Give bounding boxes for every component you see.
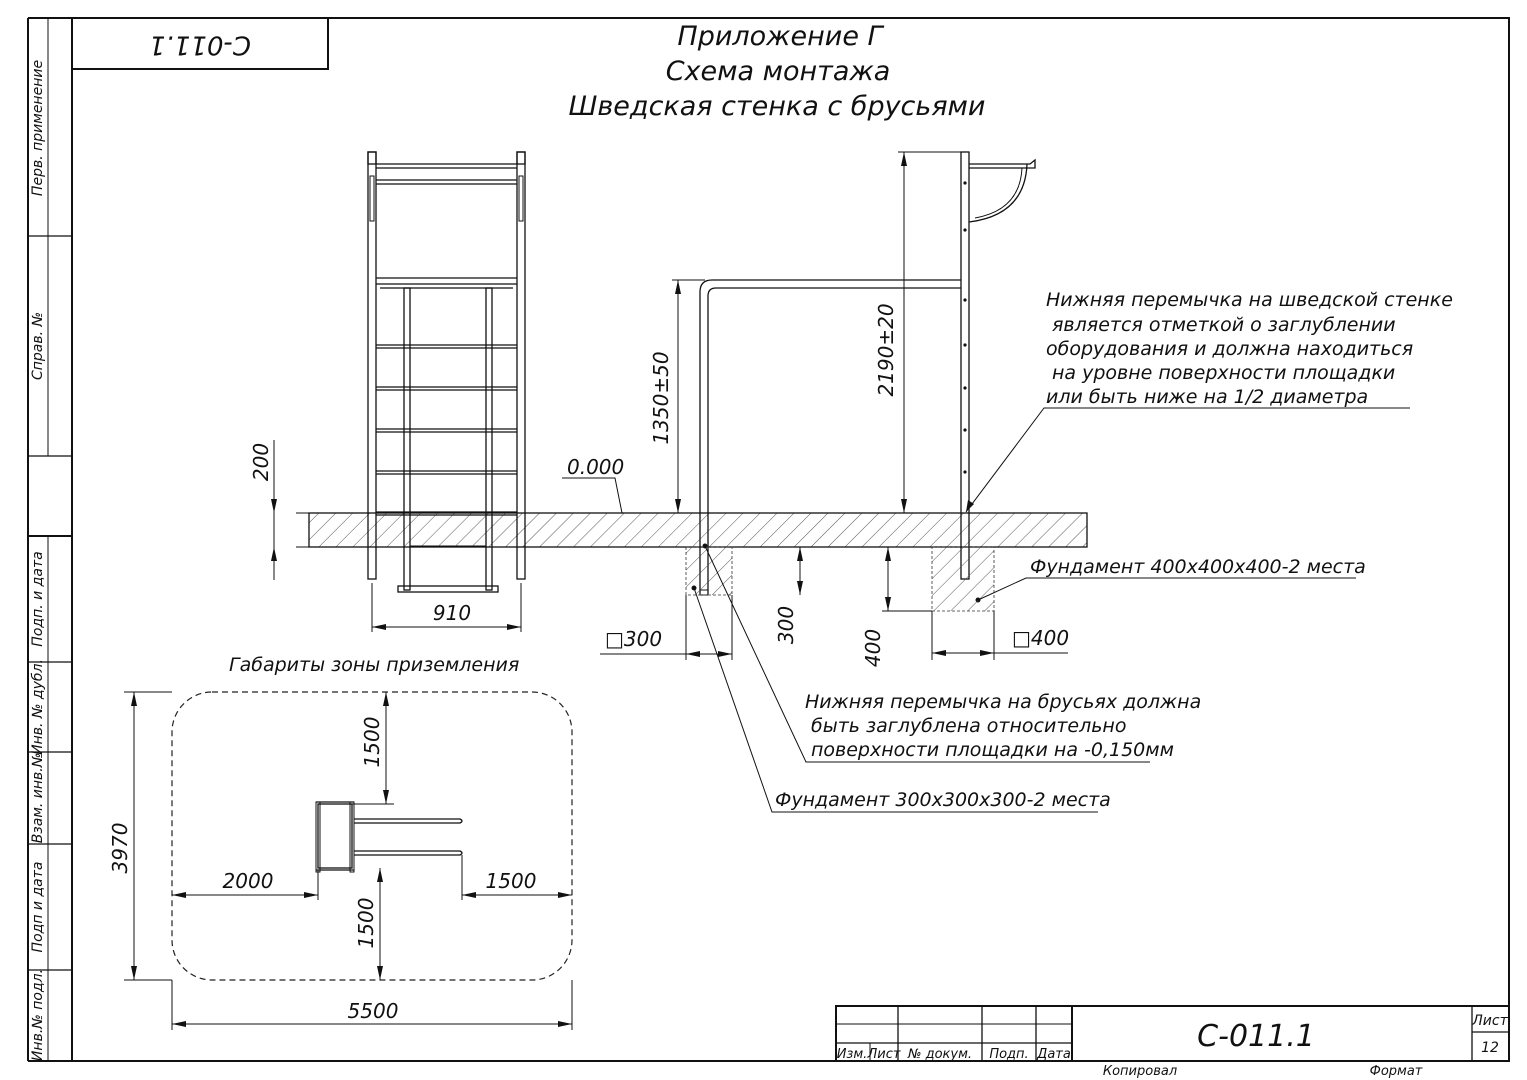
svg-text:1500: 1500 — [354, 898, 378, 949]
svg-text:1500: 1500 — [486, 869, 537, 893]
level-mark: 0.000 — [562, 455, 624, 514]
swedish-wall-front — [367, 151, 526, 593]
svg-text:1500: 1500 — [360, 717, 384, 768]
svg-text:200: 200 — [249, 443, 273, 481]
foundation-300-note: Фундамент 300х300х300-2 места — [693, 587, 1111, 813]
dim-sq300: □300 — [600, 595, 733, 660]
code-stamp-box: С-011.1 — [72, 18, 329, 70]
svg-text:3970: 3970 — [108, 823, 132, 874]
dim-sq400: □400 — [931, 611, 1069, 660]
tb-col-izm: Изм. — [837, 1047, 868, 1062]
svg-text:5500: 5500 — [348, 999, 399, 1023]
side-label-2: Подп. и дата — [30, 551, 46, 646]
svg-text:Фундамент 300х300х300-2 места: Фундамент 300х300х300-2 места — [775, 789, 1111, 811]
dim-200: 200 — [249, 440, 277, 580]
side-label-0: Перв. применение — [30, 60, 46, 196]
dim-1350: 1350±50 — [649, 279, 705, 513]
side-label-5: Подп и дата — [30, 862, 46, 953]
tb-sheet-num: 12 — [1481, 1040, 1499, 1056]
svg-text:Фундамент 400х400х400-2 места: Фундамент 400х400х400-2 места — [1030, 556, 1366, 578]
svg-text:является отметкой о заглублен: является отметкой о заглублении — [1052, 314, 1396, 336]
title-block: Изм. Лист № докум. Подп. Дата С-011.1 Ли… — [835, 1005, 1510, 1079]
landing-zone-title: Габариты зоны приземления — [229, 654, 519, 676]
svg-text:2000: 2000 — [223, 869, 274, 893]
tb-col-date: Дата — [1036, 1047, 1071, 1062]
side-label-6: Инв.№ подл. — [30, 969, 46, 1061]
code-stamp: С-011.1 — [149, 30, 251, 60]
tb-col-sign: Подп. — [989, 1047, 1028, 1062]
dim-910: 910 — [371, 583, 522, 632]
title-line-3: Шведская стенка с брусьями — [569, 91, 986, 122]
foundation-400 — [931, 546, 995, 612]
svg-text:поверхности площадки на -0,150: поверхности площадки на -0,150мм — [811, 739, 1174, 761]
title-line-2: Схема монтажа — [666, 56, 891, 87]
tb-sheet-label: Лист — [1471, 1013, 1508, 1029]
dim-300: 300 — [774, 547, 803, 644]
svg-text:1350±50: 1350±50 — [649, 351, 673, 444]
dim-2190: 2190±20 — [874, 151, 966, 513]
svg-text:или быть ниже на 1/2 диаметра: или быть ниже на 1/2 диаметра — [1046, 386, 1368, 408]
bars-note: Нижняя перемычка на брусьях должна быть … — [704, 545, 1201, 763]
tb-format: Формат — [1370, 1064, 1423, 1079]
svg-text:300: 300 — [774, 606, 798, 644]
svg-text:400: 400 — [861, 629, 885, 667]
landing-zone: Габариты зоны приземления 1500 3970 2000 — [108, 654, 573, 1030]
svg-text:□300: □300 — [605, 627, 662, 651]
svg-text:на уровне поверхности площадки: на уровне поверхности площадки — [1052, 362, 1395, 384]
wall-note: Нижняя перемычка на шведской стенке явля… — [965, 289, 1453, 513]
svg-text:Нижняя перемычка на брусьях до: Нижняя перемычка на брусьях должна — [805, 691, 1201, 713]
side-view — [691, 151, 1036, 603]
side-label-4: Взам. инв.№ — [30, 753, 46, 844]
dim-400: 400 — [861, 547, 932, 667]
side-label-3: Инв. № дубл. — [30, 659, 46, 755]
svg-text:оборудования и должна находить: оборудования и должна находиться — [1046, 338, 1413, 360]
svg-text:□400: □400 — [1012, 626, 1069, 650]
side-label-1: Справ. № — [30, 312, 46, 380]
svg-text:910: 910 — [433, 601, 471, 625]
svg-text:2190±20: 2190±20 — [874, 303, 898, 396]
ground-surface — [308, 512, 1088, 548]
tb-doc-code: С-011.1 — [1197, 1019, 1315, 1054]
sheet-frame — [71, 17, 1510, 1062]
tb-col-doc: № докум. — [907, 1047, 972, 1062]
svg-text:быть заглублена относительно: быть заглублена относительно — [811, 715, 1126, 737]
tb-col-list: Лист — [867, 1047, 901, 1062]
title-line-1: Приложение Г — [677, 21, 884, 52]
side-strip: Перв. применение Справ. № Подп. и дата И… — [27, 17, 72, 1062]
svg-text:Нижняя перемычка на шведской с: Нижняя перемычка на шведской стенке — [1046, 289, 1453, 311]
foundation-400-note: Фундамент 400х400х400-2 места — [977, 556, 1366, 601]
svg-text:0.000: 0.000 — [567, 455, 624, 479]
tb-copied: Копировал — [1103, 1064, 1177, 1079]
